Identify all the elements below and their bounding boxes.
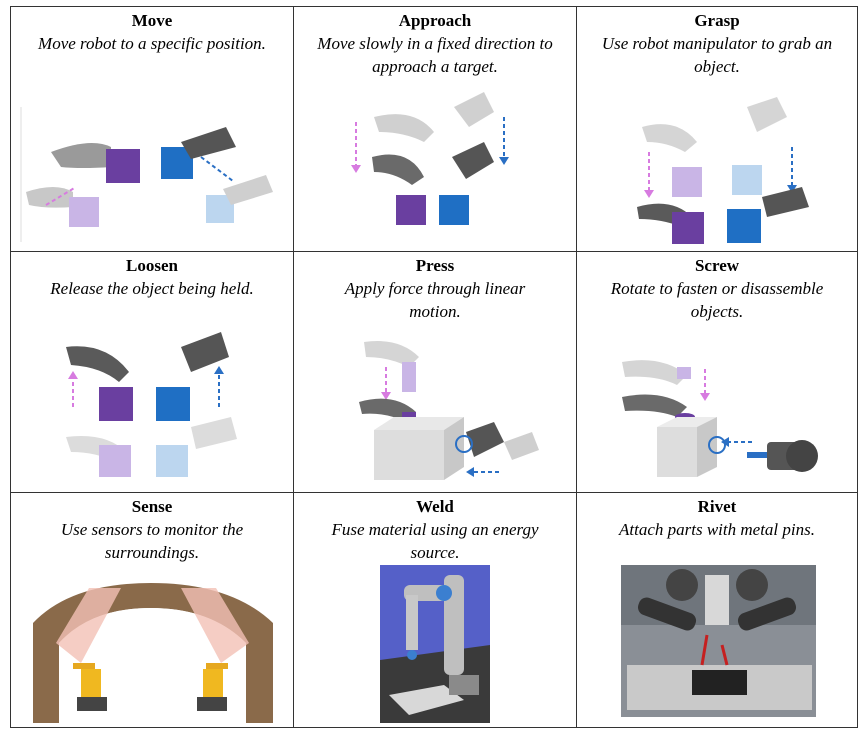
cell-title: Approach [398,11,472,30]
cell-title: Sense [131,497,173,516]
cell-title: Weld [416,497,454,516]
grasp-illustration [577,97,857,247]
cell-description: Use sensors to monitor the surroundings. [60,520,244,562]
cell-grasp: Grasp Use robot manipulator to grab an o… [576,6,858,252]
cell-title: Loosen [126,256,178,275]
cell-description: Attach parts with metal pins. [619,520,815,539]
cell-description: Move robot to a specific position. [38,34,266,53]
loosen-illustration [11,327,293,487]
weld-illustration [294,565,576,725]
cell-approach: Approach Move slowly in a fixed directio… [293,6,577,252]
cell-press: Press Apply force through linear motion. [293,251,577,493]
screw-illustration [577,347,857,487]
cell-description: Apply force through linear motion. [344,279,526,321]
cell-weld: Weld Fuse material using an energy sourc… [293,492,577,728]
cell-description: Use robot manipulator to grab an object. [601,34,833,76]
cell-title: Grasp [694,11,740,30]
press-illustration [294,332,576,487]
cell-description: Release the object being held. [50,279,254,298]
cell-description: Rotate to fasten or disassemble objects. [610,279,824,321]
cell-description: Fuse material using an energy source. [331,520,539,562]
cell-title: Press [415,256,455,275]
sense-illustration [11,583,293,723]
cell-sense: Sense Use sensors to monitor the surroun… [10,492,294,728]
cell-title: Rivet [697,497,737,516]
cell-rivet: Rivet Attach parts with metal pins. [576,492,858,728]
cell-title: Move [131,11,173,30]
approach-illustration [294,87,576,247]
cell-title: Screw [694,256,740,275]
cell-loosen: Loosen Release the object being held. [10,251,294,493]
rivet-illustration [577,565,857,720]
cell-move: Move Move robot to a specific position. [10,6,294,252]
cell-description: Move slowly in a fixed direction to appr… [317,34,553,76]
cell-screw: Screw Rotate to fasten or disassemble ob… [576,251,858,493]
move-illustration [11,97,293,247]
